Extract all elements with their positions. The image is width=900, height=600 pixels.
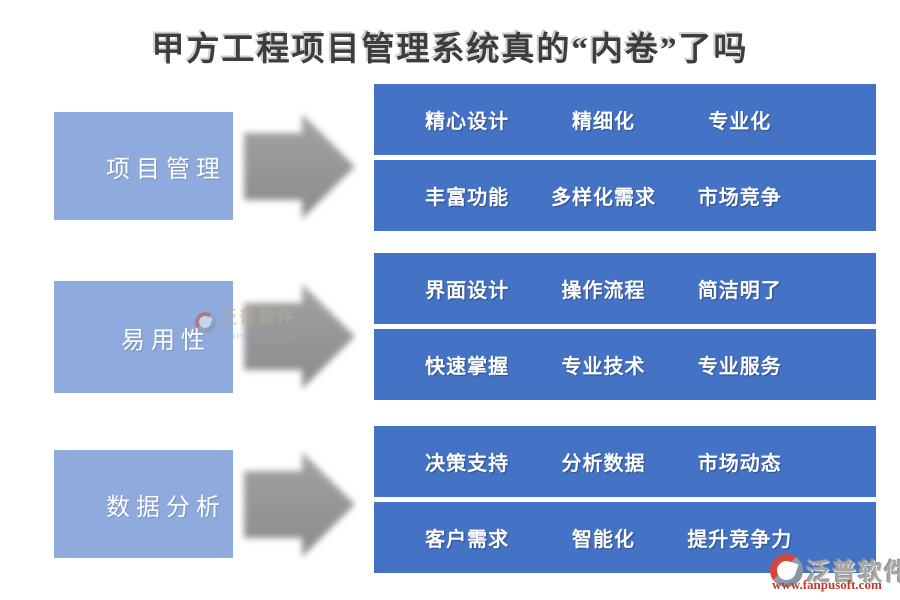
feature-item: 操作流程 [561,280,646,302]
feature-item: 丰富功能 [425,187,510,209]
watermark-subtitle: FANPU SOFTWARE [220,334,299,341]
feature-item: 专业化 [708,111,772,133]
right-arrow-icon [244,114,355,219]
feature-item: 提升竞争力 [687,529,793,551]
feature-item: 专业技术 [561,356,646,378]
feature-bar: 丰富功能 多样化需求 市场竞争 [374,160,876,231]
feature-item: 多样化需求 [550,187,656,209]
category-label: 项目管理 [106,156,226,183]
fanpu-logo-icon [770,554,803,587]
feature-item: 快速掌握 [425,356,510,378]
feature-item: 客户需求 [425,529,510,551]
feature-item: 专业服务 [697,356,782,378]
category-box-data-analysis: 数据分析 [54,450,233,558]
watermark-center: 泛普软件 FANPU SOFTWARE [195,309,299,343]
feature-item: 智能化 [571,529,635,551]
right-arrow-icon [244,452,355,557]
feature-bar: 快速掌握 专业技术 专业服务 [374,329,876,400]
category-label: 易用性 [121,327,211,354]
watermark-brand: 泛普软件 [806,559,900,586]
feature-bar: 精心设计 精细化 专业化 [374,84,876,155]
fanpu-logo-icon [195,312,216,333]
right-arrow-icon [244,284,355,389]
watermark-text-block: 泛普软件 FANPU SOFTWARE [220,309,299,343]
feature-item: 市场竞争 [697,187,782,209]
feature-item: 简洁明了 [697,280,782,302]
watermark-url: www.fanpusoft.com [772,577,882,592]
watermark-brand: 泛普软件 [220,308,296,327]
category-box-usability: 易用性 [54,281,233,393]
feature-bar: 客户需求 智能化 提升竞争力 [374,502,876,573]
feature-bar: 决策支持 分析数据 市场动态 [374,426,876,497]
feature-bar: 界面设计 操作流程 简洁明了 [374,253,876,324]
feature-item: 市场动态 [697,453,782,475]
feature-item: 分析数据 [561,453,646,475]
category-label: 数据分析 [106,494,226,521]
feature-item: 精心设计 [425,111,510,133]
feature-item: 界面设计 [425,280,510,302]
feature-item: 精细化 [571,111,635,133]
page-title: 甲方工程项目管理系统真的“内卷”了吗 [151,32,749,68]
feature-item: 决策支持 [425,453,510,475]
category-box-project-management: 项目管理 [54,112,233,220]
